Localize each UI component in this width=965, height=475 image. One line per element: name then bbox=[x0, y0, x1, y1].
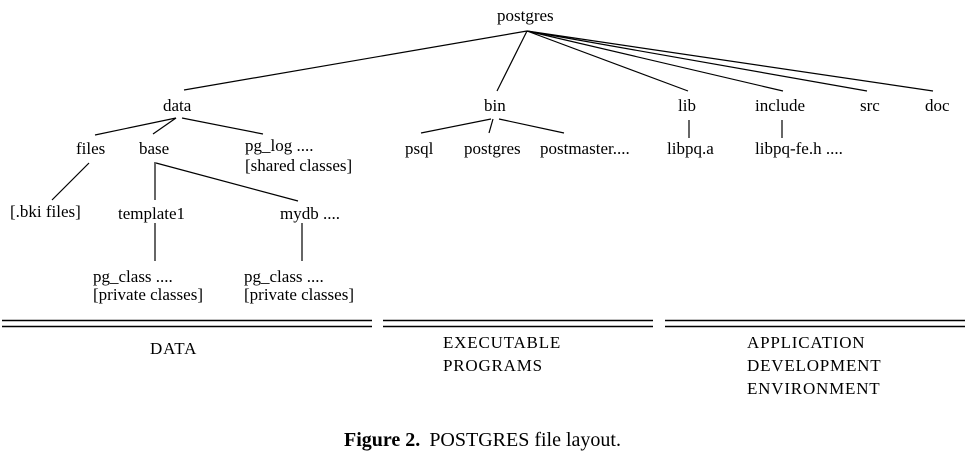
tree-node-pg-class-mydb: pg_class .... [private classes] bbox=[244, 268, 354, 304]
section-label-app-dev-line2: DEVELOPMENT bbox=[747, 356, 882, 375]
tree-node-pg-class-template1-note: [private classes] bbox=[93, 285, 203, 304]
figure-caption: Figure 2. POSTGRES file layout. bbox=[0, 429, 965, 452]
tree-node-postgres-binary: postgres bbox=[464, 139, 521, 158]
tree-node-libpq-a: libpq.a bbox=[667, 139, 714, 158]
edge-data-files bbox=[94, 117, 177, 136]
tree-node-libpq-fe-h: libpq-fe.h .... bbox=[755, 139, 843, 158]
edge-postgres-src bbox=[526, 30, 868, 92]
edge-postgres-lib bbox=[526, 30, 689, 92]
figure-caption-text: POSTGRES file layout. bbox=[429, 429, 621, 451]
tree-node-bki-files: [.bki files] bbox=[10, 202, 81, 221]
tree-node-base: base bbox=[139, 139, 170, 158]
section-label-app-dev-line3: ENVIRONMENT bbox=[747, 379, 881, 398]
tree-node-pg-log: pg_log .... [shared classes] bbox=[245, 136, 352, 176]
tree-node-lib: lib bbox=[678, 96, 696, 115]
edge-bin-psql bbox=[420, 118, 492, 134]
tree-node-mydb: mydb .... bbox=[280, 204, 340, 223]
edge-data-base bbox=[152, 117, 177, 135]
tree-node-pg-class-template1-label: pg_class .... bbox=[93, 267, 173, 286]
tree-node-pg-class-mydb-note: [private classes] bbox=[244, 285, 354, 304]
tree-node-doc: doc bbox=[925, 96, 950, 115]
figure-caption-number: Figure 2. bbox=[344, 429, 421, 451]
edge-bin-postmaster bbox=[498, 118, 565, 134]
tree-node-pg-log-note: [shared classes] bbox=[245, 156, 353, 175]
tree-node-template1: template1 bbox=[118, 204, 186, 223]
section-label-executables-line1: EXECUTABLE bbox=[443, 333, 562, 352]
section-label-executables-line2: PROGRAMS bbox=[443, 356, 543, 375]
tree-node-src: src bbox=[860, 96, 880, 115]
edge-bin-postgres bbox=[488, 118, 494, 134]
edge-postgres-bin bbox=[496, 30, 528, 92]
edge-data-pglog bbox=[181, 117, 264, 135]
section-label-executables: EXECUTABLE PROGRAMS bbox=[443, 331, 561, 377]
tree-node-postmaster: postmaster.... bbox=[540, 139, 630, 158]
tree-node-pg-class-template1: pg_class .... [private classes] bbox=[93, 268, 203, 304]
edge-postgres-data bbox=[183, 30, 528, 91]
tree-node-files: files bbox=[76, 139, 106, 158]
tree-node-psql: psql bbox=[405, 139, 434, 158]
section-label-app-dev: APPLICATION DEVELOPMENT ENVIRONMENT bbox=[747, 331, 881, 400]
tree-node-pg-log-label: pg_log .... bbox=[245, 136, 314, 155]
tree-node-include: include bbox=[755, 96, 806, 115]
edge-postgres-doc bbox=[526, 30, 934, 92]
edge-postgres-include bbox=[526, 30, 784, 92]
section-label-app-dev-line1: APPLICATION bbox=[747, 333, 866, 352]
edge-base-mydb bbox=[155, 162, 299, 202]
section-label-data: DATA bbox=[150, 339, 198, 358]
tree-node-bin: bin bbox=[484, 96, 506, 115]
edge-files-bki bbox=[51, 162, 90, 201]
tree-node-pg-class-mydb-label: pg_class .... bbox=[244, 267, 324, 286]
tree-node-data: data bbox=[163, 96, 192, 115]
tree-node-postgres: postgres bbox=[497, 6, 554, 25]
